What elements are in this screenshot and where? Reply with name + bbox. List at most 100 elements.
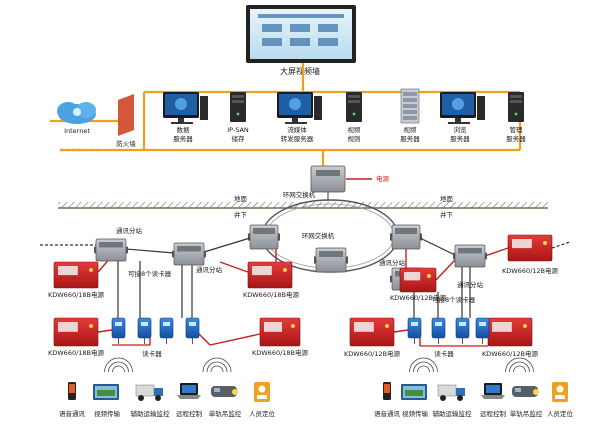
right_side-power-unit-1	[507, 234, 553, 262]
left_side-field	[53, 238, 301, 347]
bottom_left-label-2: 视频传输	[94, 409, 121, 418]
right_side-power-label-2: KDW660/12B电源	[390, 293, 447, 302]
server-video-rule-label-1: 视频	[348, 125, 362, 134]
phone-icon	[68, 382, 76, 400]
right_side-power-unit-4	[487, 317, 533, 347]
left_side-power-label-4: KDW660/18B电源	[252, 348, 309, 357]
badge-icon	[552, 382, 568, 402]
server-browse-label-2: 服务器	[450, 134, 470, 143]
bottom_left-label-5: 单轨吊监控	[209, 409, 242, 418]
surface-label-right: 地面	[440, 194, 454, 203]
server-video-server-label-1: 视频	[404, 125, 418, 134]
left_side-substation-2	[172, 242, 206, 266]
server-stream-label-1: 流媒体	[287, 125, 307, 134]
left_side-power-label-1: KDW660/18B电源	[48, 290, 105, 299]
server-data-label-1: 数据	[177, 125, 191, 134]
left_side-power-label-3: KDW660/18B电源	[48, 348, 105, 357]
underground-label-left: 井下	[234, 210, 248, 219]
bottom-right-devices: 语音通讯视频传输辅助运输监控远程控制单轨吊监控人员定位	[374, 357, 574, 418]
locomotive-icon	[512, 386, 539, 397]
right_side-power-unit-2	[399, 267, 437, 293]
surface-label-left: 地面	[234, 194, 248, 203]
right_side-power-label-4: KDW660/12B电源	[482, 349, 539, 358]
laptop-icon	[481, 383, 505, 399]
underground-label-right: 井下	[440, 210, 454, 219]
server-browse-label-1: 浏览	[454, 125, 468, 134]
bottom_right-label-2: 视频传输	[402, 409, 429, 418]
left_side-power-unit-3	[53, 317, 99, 347]
internet-cloud: Internet	[57, 102, 96, 135]
left_side-card-reader-label: 读卡器	[142, 349, 162, 358]
right_side-card-reader-label: 读卡器	[434, 349, 454, 358]
bottom_left-label-3: 辅助运输监控	[131, 409, 171, 418]
right_side-card-reader-4	[475, 317, 490, 344]
left_side-substation-1	[94, 238, 128, 262]
top-ring-switch: 环网交换机 电源	[283, 165, 390, 199]
right_side-card-reader-3	[455, 317, 470, 344]
bottom_right-label-1: 语音通讯	[374, 409, 401, 418]
server-admin-label-1: 管理	[510, 125, 524, 134]
left_side-substation-2-label: 通讯分站	[196, 265, 223, 274]
left_side-readers-count-label: 可接8个读卡器	[128, 269, 172, 278]
server-ipsan-label-1: IP-SAN	[227, 126, 249, 134]
video-wall-label: 大屏视频墙	[280, 66, 320, 76]
field-devices	[53, 234, 553, 347]
server-admin-label-2: 服务器	[506, 134, 526, 143]
left_side-power-unit-1	[53, 261, 99, 289]
server-data-label-2: 服务器	[173, 134, 193, 143]
server-stream-label-2: 转发服务器	[281, 134, 314, 143]
firewall: 防火墙	[116, 94, 136, 148]
ring-switches	[248, 224, 422, 273]
server-video-rule-label-2: 规则	[348, 134, 361, 143]
phone-icon	[383, 382, 391, 400]
left_side-card-reader-4	[185, 317, 200, 344]
left_side-card-reader-1	[111, 317, 126, 344]
ring-switch-bottom	[314, 247, 348, 273]
firewall-label: 防火墙	[116, 139, 136, 148]
top-switch-power-label: 电源	[376, 174, 390, 183]
server-ipsan-label-2: 储存	[232, 134, 246, 143]
internet-label: Internet	[64, 127, 90, 135]
bottom_right-label-4: 远程控制	[480, 409, 507, 418]
badge-icon	[254, 382, 270, 402]
left_side-power-unit-2	[247, 261, 293, 289]
left_side-power-unit-4	[259, 317, 301, 347]
camera-icon	[93, 384, 119, 400]
bottom_left-label-1: 语音通讯	[59, 409, 86, 418]
ring-switch-right	[390, 224, 422, 250]
truck-icon	[437, 384, 465, 401]
right_side-power-label-3: KDW660/12B电源	[344, 349, 401, 358]
bottom_right-label-3: 辅助运输监控	[433, 409, 473, 418]
right_side-power-label-1: KDW660/12B电源	[502, 266, 559, 275]
bottom_right-label-5: 单轨吊监控	[510, 409, 543, 418]
left_side-substation-1-label: 通讯分站	[116, 226, 143, 235]
right_side-power-unit-3	[349, 317, 395, 347]
bottom_left-label-6: 人员定位	[249, 409, 276, 418]
bottom-device-row: 语音通讯视频传输辅助运输监控远程控制单轨吊监控人员定位语音通讯视频传输辅助运输监…	[59, 357, 574, 418]
bottom-left-devices: 语音通讯视频传输辅助运输监控远程控制单轨吊监控人员定位	[59, 357, 276, 418]
left_side-card-reader-2	[137, 317, 152, 344]
truck-icon	[135, 384, 163, 401]
right_side-readers-count-label: 可接8个读卡器	[432, 295, 476, 304]
right_side-substation-1-label: 通讯分站	[457, 280, 484, 289]
left_side-power-label-2: KDW660/18B电源	[243, 290, 300, 299]
left_side-card-reader-3	[159, 317, 174, 344]
video-wall: 大屏视频墙	[246, 5, 356, 76]
right_side-card-reader-1	[407, 317, 422, 344]
right_side-substation-1	[453, 244, 487, 268]
ground-band: 地面 地面 井下 井下	[58, 194, 548, 219]
locomotive-icon	[211, 386, 238, 397]
right_side-card-reader-2	[431, 317, 446, 344]
top-switch-label: 环网交换机	[283, 190, 316, 199]
bottom_right-label-6: 人员定位	[547, 409, 574, 418]
ring-switch-left	[248, 224, 280, 250]
right_side-field	[349, 234, 553, 347]
